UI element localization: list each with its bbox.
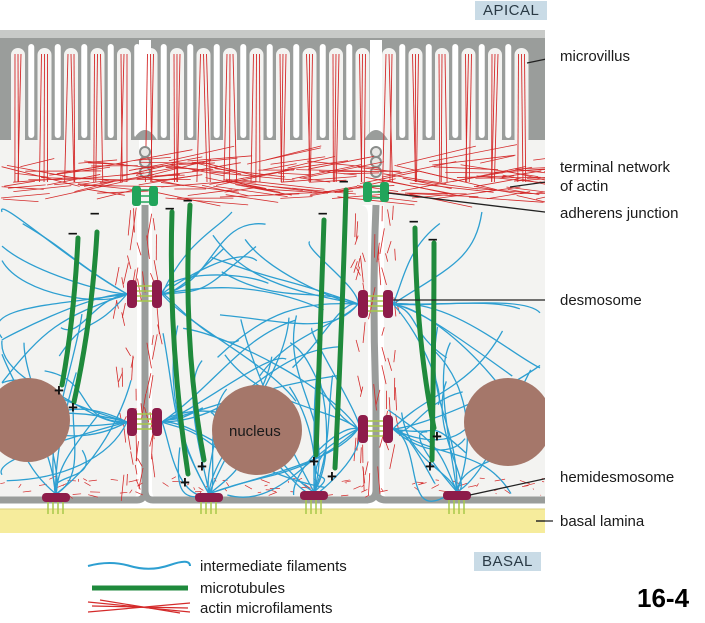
label-nucleus: nucleus <box>229 423 281 440</box>
legend-intermediate-sample <box>87 560 191 570</box>
figure-number: 16-4 <box>637 583 690 613</box>
label-microvillus: microvillus <box>560 48 631 65</box>
plus-sign: + <box>327 467 337 486</box>
plus-sign: + <box>432 427 442 446</box>
label-hemidesmosome: hemidesmosome <box>560 469 675 486</box>
hemidesmosomes <box>42 491 471 514</box>
legend-actin-label: actin microfilaments <box>200 600 333 617</box>
minus-sign: – <box>409 211 418 230</box>
legend-actin-sample <box>87 599 191 614</box>
minus-sign: – <box>183 190 192 209</box>
microtubule-signs: – – – – – – – – + + + + + + + + <box>54 171 442 492</box>
legend-microtubules-label: microtubules <box>200 580 286 597</box>
minus-sign: – <box>68 223 77 242</box>
plus-sign: + <box>197 457 207 476</box>
legend-intermediate-label: intermediate filaments <box>200 558 347 575</box>
label-desmosome: desmosome <box>560 292 642 309</box>
minus-sign: – <box>428 229 437 248</box>
adherens-junctions <box>132 182 389 206</box>
minus-sign: – <box>90 203 99 222</box>
nucleus-middle <box>212 385 302 475</box>
apical-tag: APICAL <box>475 1 548 20</box>
label-terminal-network-2: of actin <box>560 178 609 195</box>
microtubules <box>59 187 437 477</box>
desmosomes <box>127 280 393 443</box>
legend-samples <box>87 560 191 614</box>
nucleus-left <box>0 378 70 462</box>
plus-sign: + <box>68 398 78 417</box>
plus-sign: + <box>54 381 64 400</box>
basal-tag: BASAL <box>474 552 541 571</box>
minus-sign: – <box>339 171 348 190</box>
minus-sign: – <box>318 203 327 222</box>
label-adherens-junction: adherens junction <box>560 205 679 222</box>
plus-sign: + <box>425 457 435 476</box>
label-terminal-network-1: terminal network <box>560 159 671 176</box>
plus-sign: + <box>309 452 319 471</box>
label-basal-lamina: basal lamina <box>560 513 645 530</box>
nucleus-right <box>464 378 552 466</box>
plus-sign: + <box>180 473 190 492</box>
minus-sign: – <box>165 198 174 217</box>
